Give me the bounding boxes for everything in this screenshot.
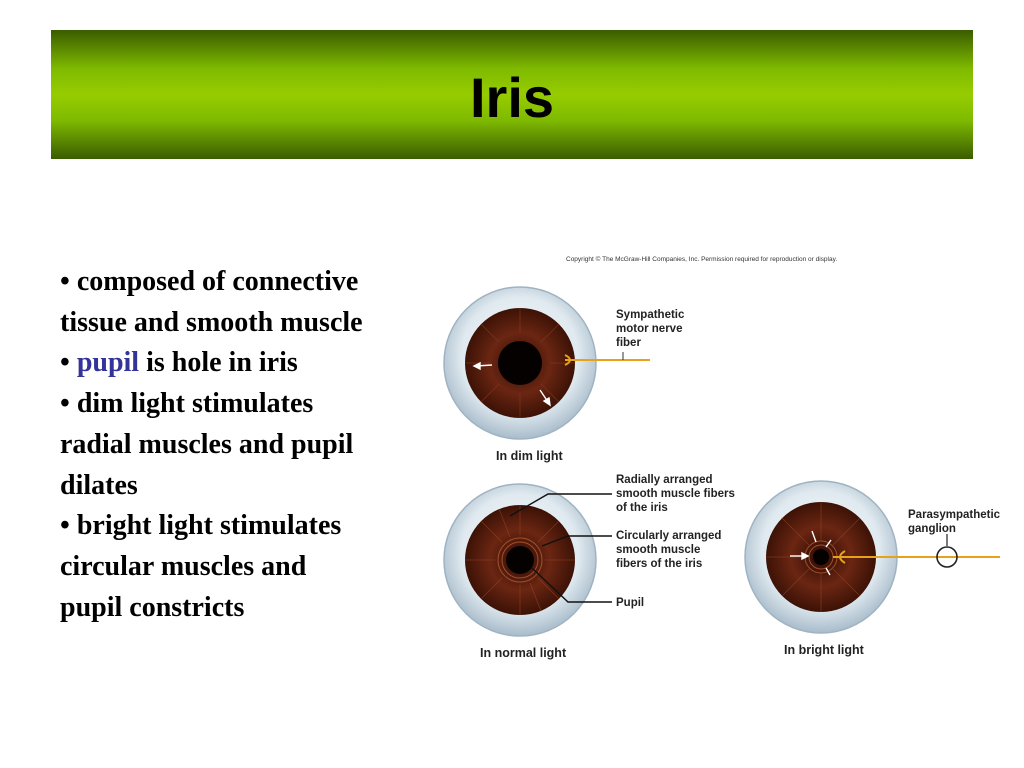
title-bar: Iris: [51, 30, 973, 159]
label-circular-3: fibers of the iris: [616, 558, 702, 570]
bullet-marker: •: [60, 347, 70, 379]
bullet-marker: •: [60, 510, 70, 542]
label-para-2: ganglion: [908, 523, 956, 535]
radial-fibers: [465, 308, 575, 418]
bullet-4-line-2: circular muscles and: [60, 550, 307, 582]
pupil-constricted: [813, 549, 829, 565]
label-radial-1: Radially arranged: [616, 474, 713, 486]
caption-bright: In bright light: [784, 643, 865, 657]
label-para-1: Parasympathetic: [908, 509, 1001, 521]
caption-dim: In dim light: [496, 449, 563, 463]
bullet-3-line-1: dim light stimulates: [76, 388, 314, 420]
pupil-dilated: [498, 341, 542, 385]
bullet-1-line-2: tissue and smooth muscle: [60, 306, 363, 338]
bullet-list: • composed of connective tissue and smoo…: [60, 262, 440, 628]
label-sympathetic-2: motor nerve: [616, 323, 682, 335]
label-radial-3: of the iris: [616, 502, 668, 514]
bullet-4: • bright light stimulates: [60, 506, 440, 547]
eye-dim-light: Sympathetic motor nerve fiber In dim lig…: [443, 286, 685, 463]
constriction-arrows: [790, 530, 832, 576]
radial-fibers: [766, 502, 861, 612]
dilation-arrows: [472, 361, 551, 407]
bullet-1: • composed of connective: [60, 262, 440, 303]
bullet-marker: •: [60, 266, 70, 297]
bullet-1-line-1: composed of connective: [76, 266, 359, 297]
pupil-term: pupil: [76, 347, 140, 379]
iris-diagram: Copyright © The McGraw-Hill Companies, I…: [440, 250, 1020, 670]
sympathetic-nerve: [564, 352, 650, 366]
bullet-3-line-2: radial muscles and pupil: [60, 428, 354, 460]
circular-fiber: [497, 537, 543, 583]
eye-normal-light: Radially arranged smooth muscle fibers o…: [443, 474, 735, 660]
leader-lines: [509, 493, 612, 603]
caption-normal: In normal light: [480, 646, 567, 660]
label-pupil: Pupil: [616, 597, 644, 609]
bullet-4-line-1: bright light stimulates: [76, 510, 342, 542]
bullet-3-line-3: dilates: [60, 469, 138, 501]
bullet-marker: •: [60, 388, 70, 420]
pupil-normal: [506, 546, 534, 574]
iris-diagram-svg: Copyright © The McGraw-Hill Companies, I…: [443, 255, 1001, 660]
label-circular-2: smooth muscle: [616, 544, 700, 556]
eye-bright-light: Parasympathetic ganglion In bright light: [744, 480, 1001, 657]
label-circular-1: Circularly arranged: [616, 530, 721, 542]
copyright-text: Copyright © The McGraw-Hill Companies, I…: [566, 255, 837, 263]
parasympathetic-nerve: [833, 534, 1000, 568]
bullet-2: • pupil is hole in iris: [60, 343, 440, 384]
bullet-3: • dim light stimulates: [60, 384, 440, 425]
circular-fiber: [501, 541, 539, 579]
bullet-4-line-3: pupil constricts: [60, 591, 245, 623]
bullet-2-rest: is hole in iris: [139, 347, 298, 379]
label-sympathetic-3: fiber: [616, 337, 641, 349]
label-sympathetic-1: Sympathetic: [616, 309, 685, 321]
label-radial-2: smooth muscle fibers: [616, 488, 735, 500]
slide-title: Iris: [469, 66, 555, 129]
ganglion-icon: [936, 546, 958, 568]
